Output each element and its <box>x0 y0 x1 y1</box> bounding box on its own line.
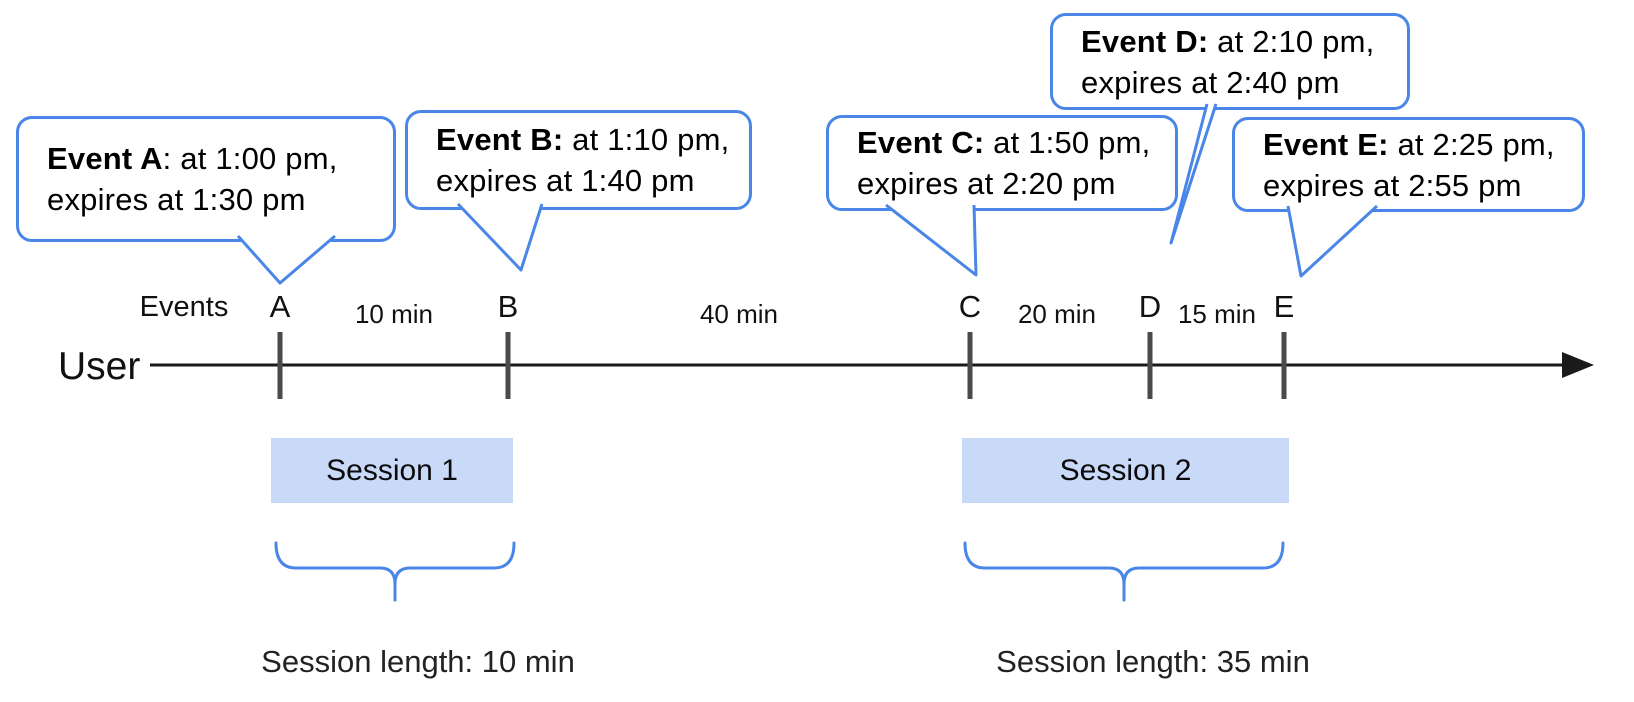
bubble-tail-a <box>236 234 336 285</box>
session-1-length-label: Session length: 10 min <box>261 644 575 679</box>
event-c-line1: Event C: at 1:50 pm, <box>857 122 1165 163</box>
event-e-bubble: Event E: at 2:25 pm, expires at 2:55 pm <box>1232 117 1585 212</box>
bubble-tail-e <box>1286 204 1379 278</box>
user-label: User <box>58 345 141 388</box>
timeline-arrowhead-icon <box>1562 352 1594 378</box>
event-mark-e: E <box>1273 289 1295 324</box>
gap-label-d-e: 15 min <box>1177 299 1257 329</box>
event-e-time: at 2:25 pm, <box>1388 126 1555 162</box>
session-2-box: Session 2 <box>962 438 1289 503</box>
events-label: Events <box>139 291 229 323</box>
event-a-name: Event A <box>47 141 163 176</box>
bubble-tail-c <box>885 203 978 277</box>
event-d-time: at 2:10 pm, <box>1208 23 1375 59</box>
session-2-length-label: Session length: 35 min <box>996 644 1310 679</box>
event-mark-b: B <box>497 289 519 324</box>
session-1-box: Session 1 <box>271 438 513 503</box>
event-b-bubble: Event B: at 1:10 pm, expires at 1:40 pm <box>405 110 752 210</box>
gap-label-b-c: 40 min <box>699 299 779 329</box>
event-a-line1: Event A: at 1:00 pm, <box>47 138 383 179</box>
session-1-label: Session 1 <box>326 453 458 487</box>
event-c-time: at 1:50 pm, <box>984 125 1151 160</box>
gap-label-c-d: 20 min <box>1017 299 1097 329</box>
event-a-time: : at 1:00 pm, <box>162 141 338 176</box>
event-e-line1: Event E: at 2:25 pm, <box>1263 124 1572 165</box>
event-d-name: Event D: <box>1081 23 1209 59</box>
event-e-expiry: expires at 2:55 pm <box>1263 167 1522 203</box>
event-mark-d: D <box>1138 289 1162 324</box>
event-b-expiry: expires at 1:40 pm <box>436 163 695 198</box>
event-d-bubble: Event D: at 2:10 pm, expires at 2:40 pm <box>1050 13 1410 110</box>
event-a-expiry: expires at 1:30 pm <box>47 182 306 217</box>
session-2-label: Session 2 <box>1059 453 1192 487</box>
event-mark-a: A <box>269 289 291 324</box>
brace-session-2 <box>963 541 1285 602</box>
event-d-line1: Event D: at 2:10 pm, <box>1081 21 1397 62</box>
event-c-name: Event C: <box>857 125 985 160</box>
event-b-time: at 1:10 pm, <box>563 122 730 157</box>
event-mark-c: C <box>958 289 982 324</box>
gap-label-a-b: 10 min <box>354 299 434 329</box>
brace-session-1 <box>274 541 516 602</box>
event-b-line1: Event B: at 1:10 pm, <box>436 119 739 160</box>
event-b-name: Event B: <box>436 122 564 157</box>
event-c-expiry: expires at 2:20 pm <box>857 166 1116 201</box>
event-e-name: Event E: <box>1263 126 1389 162</box>
event-a-bubble: Event A: at 1:00 pm, expires at 1:30 pm <box>16 116 396 242</box>
event-d-expiry: expires at 2:40 pm <box>1081 64 1340 100</box>
bubble-tail-b <box>456 202 544 272</box>
event-c-bubble: Event C: at 1:50 pm, expires at 2:20 pm <box>826 115 1178 211</box>
